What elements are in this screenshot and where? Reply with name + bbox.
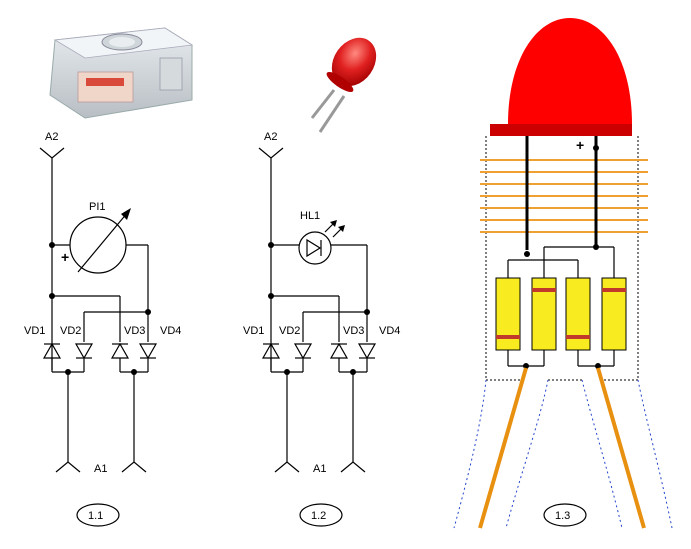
panel-meter-block-image xyxy=(49,27,194,119)
terminal-a2-label: A2 xyxy=(45,131,58,143)
diode-label-vd3: VD3 xyxy=(124,325,145,337)
terminal-a2-label-2: A2 xyxy=(264,131,277,143)
led-photo-image xyxy=(310,37,377,133)
diode-body-3 xyxy=(565,277,591,351)
caption-1-3: 1.3 xyxy=(555,510,570,522)
diode-vd3-2 xyxy=(329,342,349,359)
diode-label-vd1-2: VD1 xyxy=(243,325,264,337)
diode-vd4 xyxy=(138,343,158,360)
terminal-a1-label: A1 xyxy=(94,463,107,475)
meter-pi1-label: PI1 xyxy=(89,201,106,213)
meter-plus-sign: + xyxy=(61,249,69,265)
diode-vd2 xyxy=(74,343,94,360)
blue-dashed-outlines xyxy=(453,379,673,529)
output-lead-left xyxy=(478,367,528,529)
diode-body-4 xyxy=(601,277,627,351)
led-dome xyxy=(508,18,632,124)
terminal-a1-label-2: A1 xyxy=(313,463,326,475)
output-lead-right xyxy=(596,367,646,529)
figure-1-2: A2 HL1 xyxy=(243,37,400,527)
diode-label-vd4-2: VD4 xyxy=(379,325,400,337)
orange-coil-lines xyxy=(480,159,648,233)
caption-1-1-oval xyxy=(76,503,120,527)
figure-1-3: + xyxy=(453,18,673,529)
diode-label-vd1: VD1 xyxy=(24,325,45,337)
diode-vd2-2 xyxy=(293,343,313,360)
figure-1-1: A2 PI1 + xyxy=(24,27,194,527)
terminal-a2-fork xyxy=(39,147,65,159)
led-hl1-label: HL1 xyxy=(300,210,320,222)
led-hl1-symbol xyxy=(298,231,332,265)
led-plus-sign: + xyxy=(576,137,584,153)
led-base xyxy=(490,124,632,136)
diode-label-vd2: VD2 xyxy=(60,325,81,337)
diode-label-vd4: VD4 xyxy=(160,325,181,337)
diode-body-2 xyxy=(531,277,557,351)
caption-1-2: 1.2 xyxy=(311,510,326,522)
caption-1-3-oval xyxy=(543,503,587,527)
diode-label-vd2-2: VD2 xyxy=(279,325,300,337)
diode-body-1 xyxy=(495,277,521,351)
diode-vd3 xyxy=(110,342,130,359)
diode-vd4-2 xyxy=(357,343,377,360)
caption-1-2-oval xyxy=(299,503,343,527)
diode-label-vd3-2: VD3 xyxy=(343,325,364,337)
caption-1-1: 1.1 xyxy=(88,510,103,522)
